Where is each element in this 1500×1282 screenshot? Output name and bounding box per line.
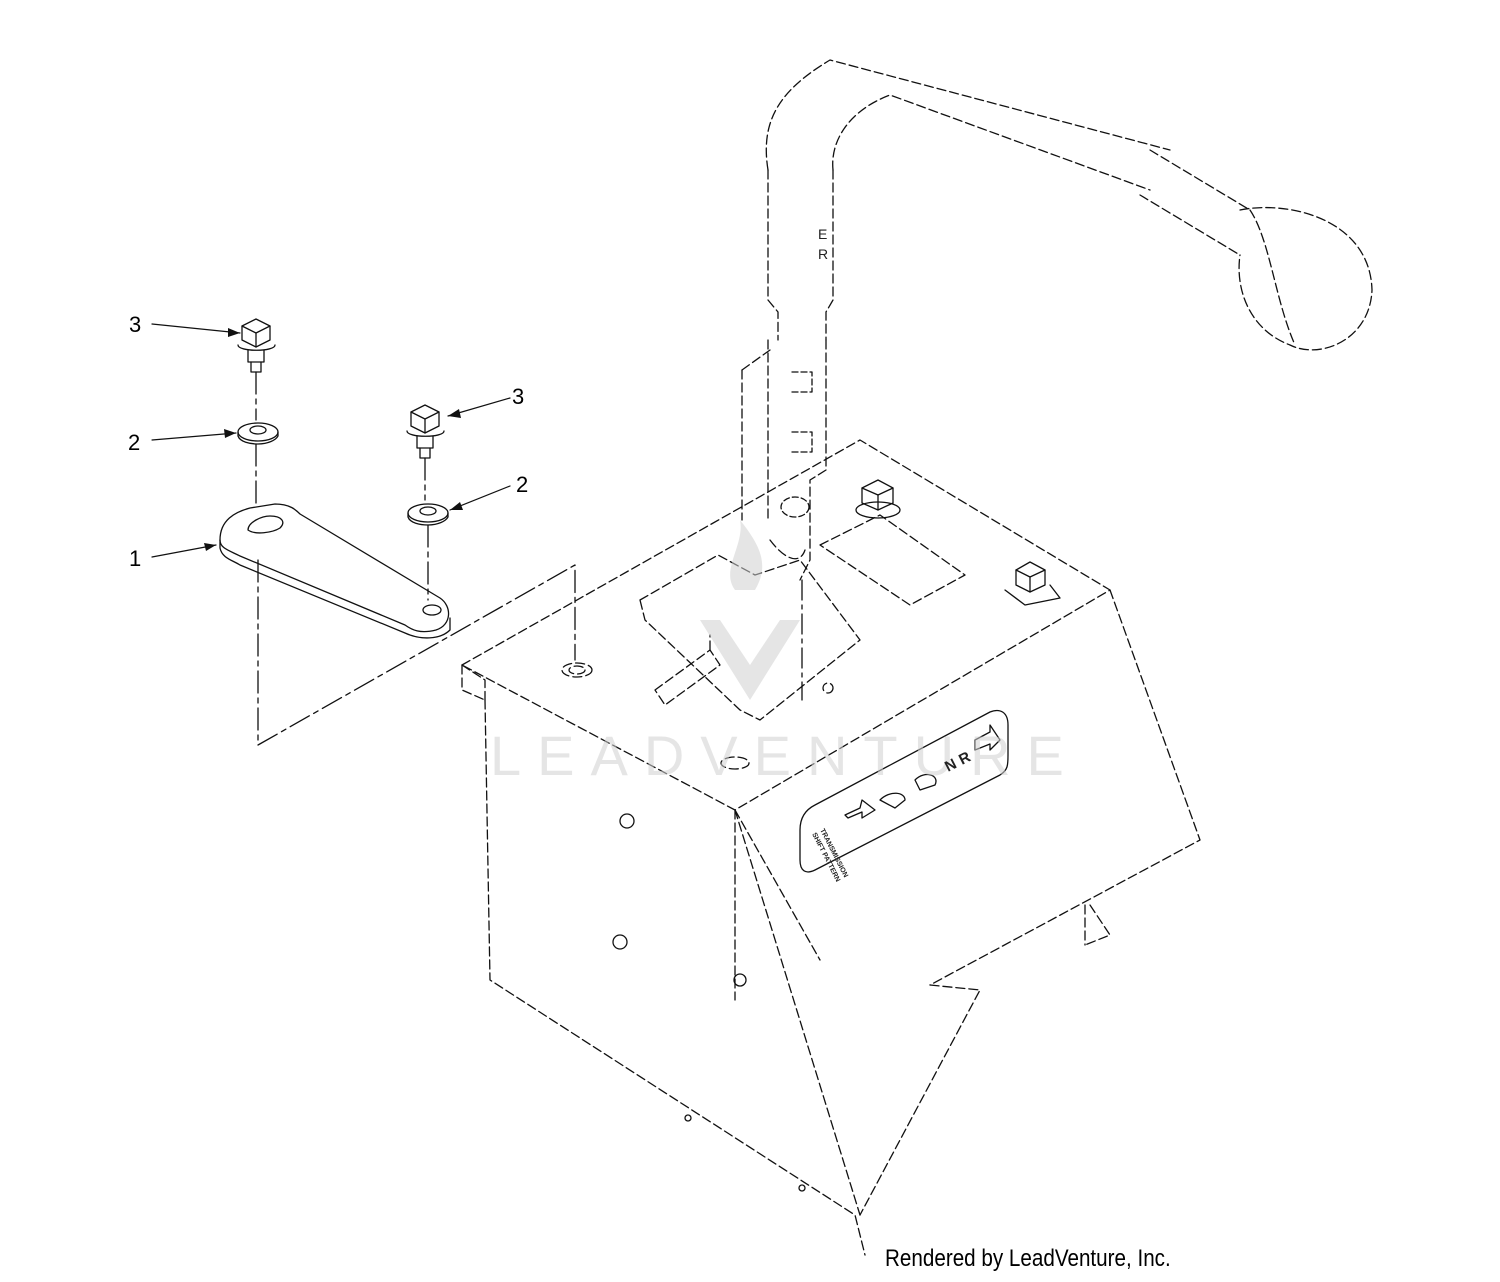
callout-2-right[interactable]: 2 <box>516 472 528 497</box>
bolt-left[interactable] <box>237 318 276 373</box>
lever-letter-e: E <box>818 226 827 242</box>
callout-1[interactable]: 1 <box>129 546 141 571</box>
watermark-text: LEADVENTURE <box>490 724 1080 787</box>
lever-clip <box>780 371 813 518</box>
console-bolt-rear <box>855 479 901 519</box>
lever-letter-r: R <box>818 246 828 262</box>
console-bolt-front <box>1004 561 1061 606</box>
render-credit: Rendered by LeadVenture, Inc. <box>885 1245 1171 1272</box>
shift-lever <box>741 59 1373 581</box>
callout-2-left[interactable]: 2 <box>128 430 140 455</box>
shifter-console <box>461 439 1201 1256</box>
bolt-right[interactable] <box>406 404 445 459</box>
watermark: LEADVENTURE <box>490 520 1080 787</box>
callout-3-right[interactable]: 3 <box>512 384 524 409</box>
washer-left[interactable] <box>237 422 279 445</box>
callout-3-left[interactable]: 3 <box>129 312 141 337</box>
console-hole <box>612 813 806 1192</box>
washer-right[interactable] <box>407 503 449 526</box>
assembly-centerline <box>255 371 576 746</box>
leader-lines <box>151 323 511 558</box>
shift-pattern-decal <box>799 709 1009 873</box>
watermark-logo <box>700 520 800 700</box>
mounting-bracket[interactable] <box>219 503 451 639</box>
